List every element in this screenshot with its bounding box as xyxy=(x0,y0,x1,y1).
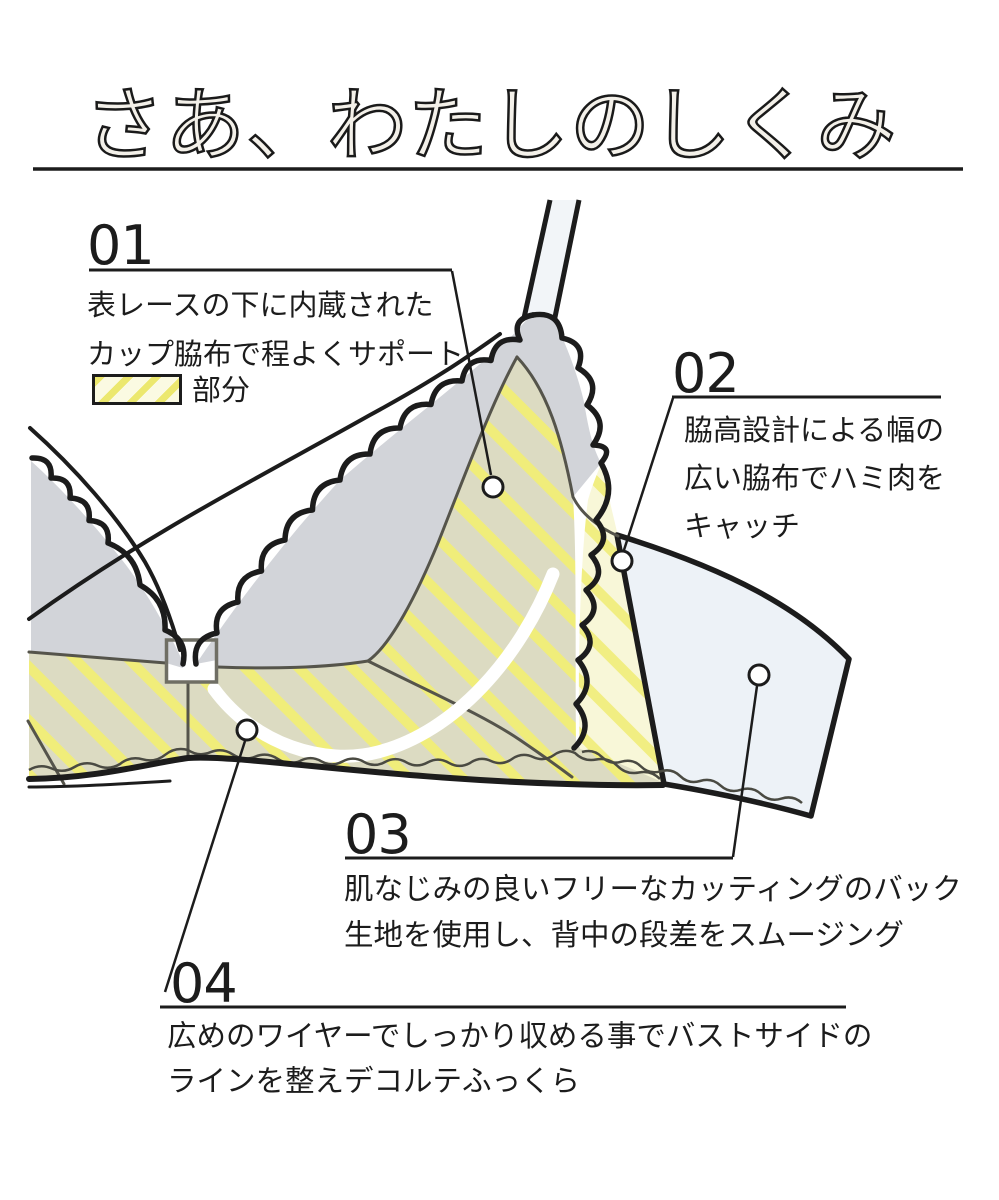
annotation-number-03: 03 xyxy=(344,803,412,866)
band-bottom-edge xyxy=(26,754,666,789)
cup-outer-scallop xyxy=(530,311,612,751)
annotation-number-01: 01 xyxy=(87,214,155,277)
back-wing xyxy=(614,532,852,819)
annotation-04-line2: ラインを整えデコルテふっくら xyxy=(167,1064,581,1098)
annotation-01-line1: 表レースの下に内蔵された xyxy=(87,288,434,322)
leader-04 xyxy=(163,740,247,993)
center-gore-box xyxy=(164,638,219,684)
annotation-02-line1: 脇高設計による幅の xyxy=(684,413,945,447)
annotation-number-04: 04 xyxy=(170,952,238,1015)
legend-label: 部分 xyxy=(192,373,251,407)
annotation-03-line2: 生地を使用し、背中の段差をスムージング xyxy=(344,918,904,952)
annotation-text-02: 脇高設計による幅の 広い脇布でハミ肉を キャッチ xyxy=(684,406,945,550)
left-cup-scallop-edge xyxy=(29,455,187,667)
hatched-support-region xyxy=(29,357,662,784)
right-cup-neckline-scallop xyxy=(192,312,536,667)
legend-hatch-swatch xyxy=(92,374,182,405)
annotation-02-line2: 広い脇布でハミ肉を xyxy=(684,461,946,495)
annotation-text-04: 広めのワイヤーでしっかり収める事でバストサイドの ラインを整えデコルテふっくら xyxy=(167,1014,872,1104)
marker-03 xyxy=(747,663,771,687)
annotation-01-line2: カップ脇布で程よくサポート xyxy=(87,337,465,371)
annotation-text-01: 表レースの下に内蔵された カップ脇布で程よくサポート xyxy=(87,281,464,379)
annotation-02-line3: キャッチ xyxy=(684,509,801,543)
leader-02 xyxy=(622,397,675,551)
annotation-underlines xyxy=(33,167,963,1009)
band-elastic xyxy=(28,747,661,780)
marker-01 xyxy=(481,475,505,499)
annotation-text-03: 肌なじみの良いフリーなカッティングのバック 生地を使用し、背中の段差をスムージン… xyxy=(344,866,962,958)
shoulder-strap xyxy=(521,199,582,323)
annotation-04-line1: 広めのワイヤーでしっかり収める事でバストサイドの xyxy=(167,1019,873,1053)
leader-01 xyxy=(450,270,493,476)
page-title: さあ、わたしのしくみ xyxy=(83,79,898,172)
wing-elastic xyxy=(581,749,803,804)
annotation-03-line1: 肌なじみの良いフリーなカッティングのバック xyxy=(344,872,962,906)
right-cup-outline xyxy=(27,332,502,621)
leader-lines xyxy=(163,270,771,993)
annotation-number-02: 02 xyxy=(672,342,740,405)
left-cup-outline xyxy=(28,426,182,652)
marker-02 xyxy=(610,549,634,573)
lace-scallop-edges xyxy=(29,311,612,751)
underwire-highlight xyxy=(207,567,560,763)
marker-04 xyxy=(235,718,259,742)
leader-03 xyxy=(731,685,759,858)
right-cup-lace xyxy=(196,313,601,668)
elastic-edges xyxy=(28,747,803,804)
